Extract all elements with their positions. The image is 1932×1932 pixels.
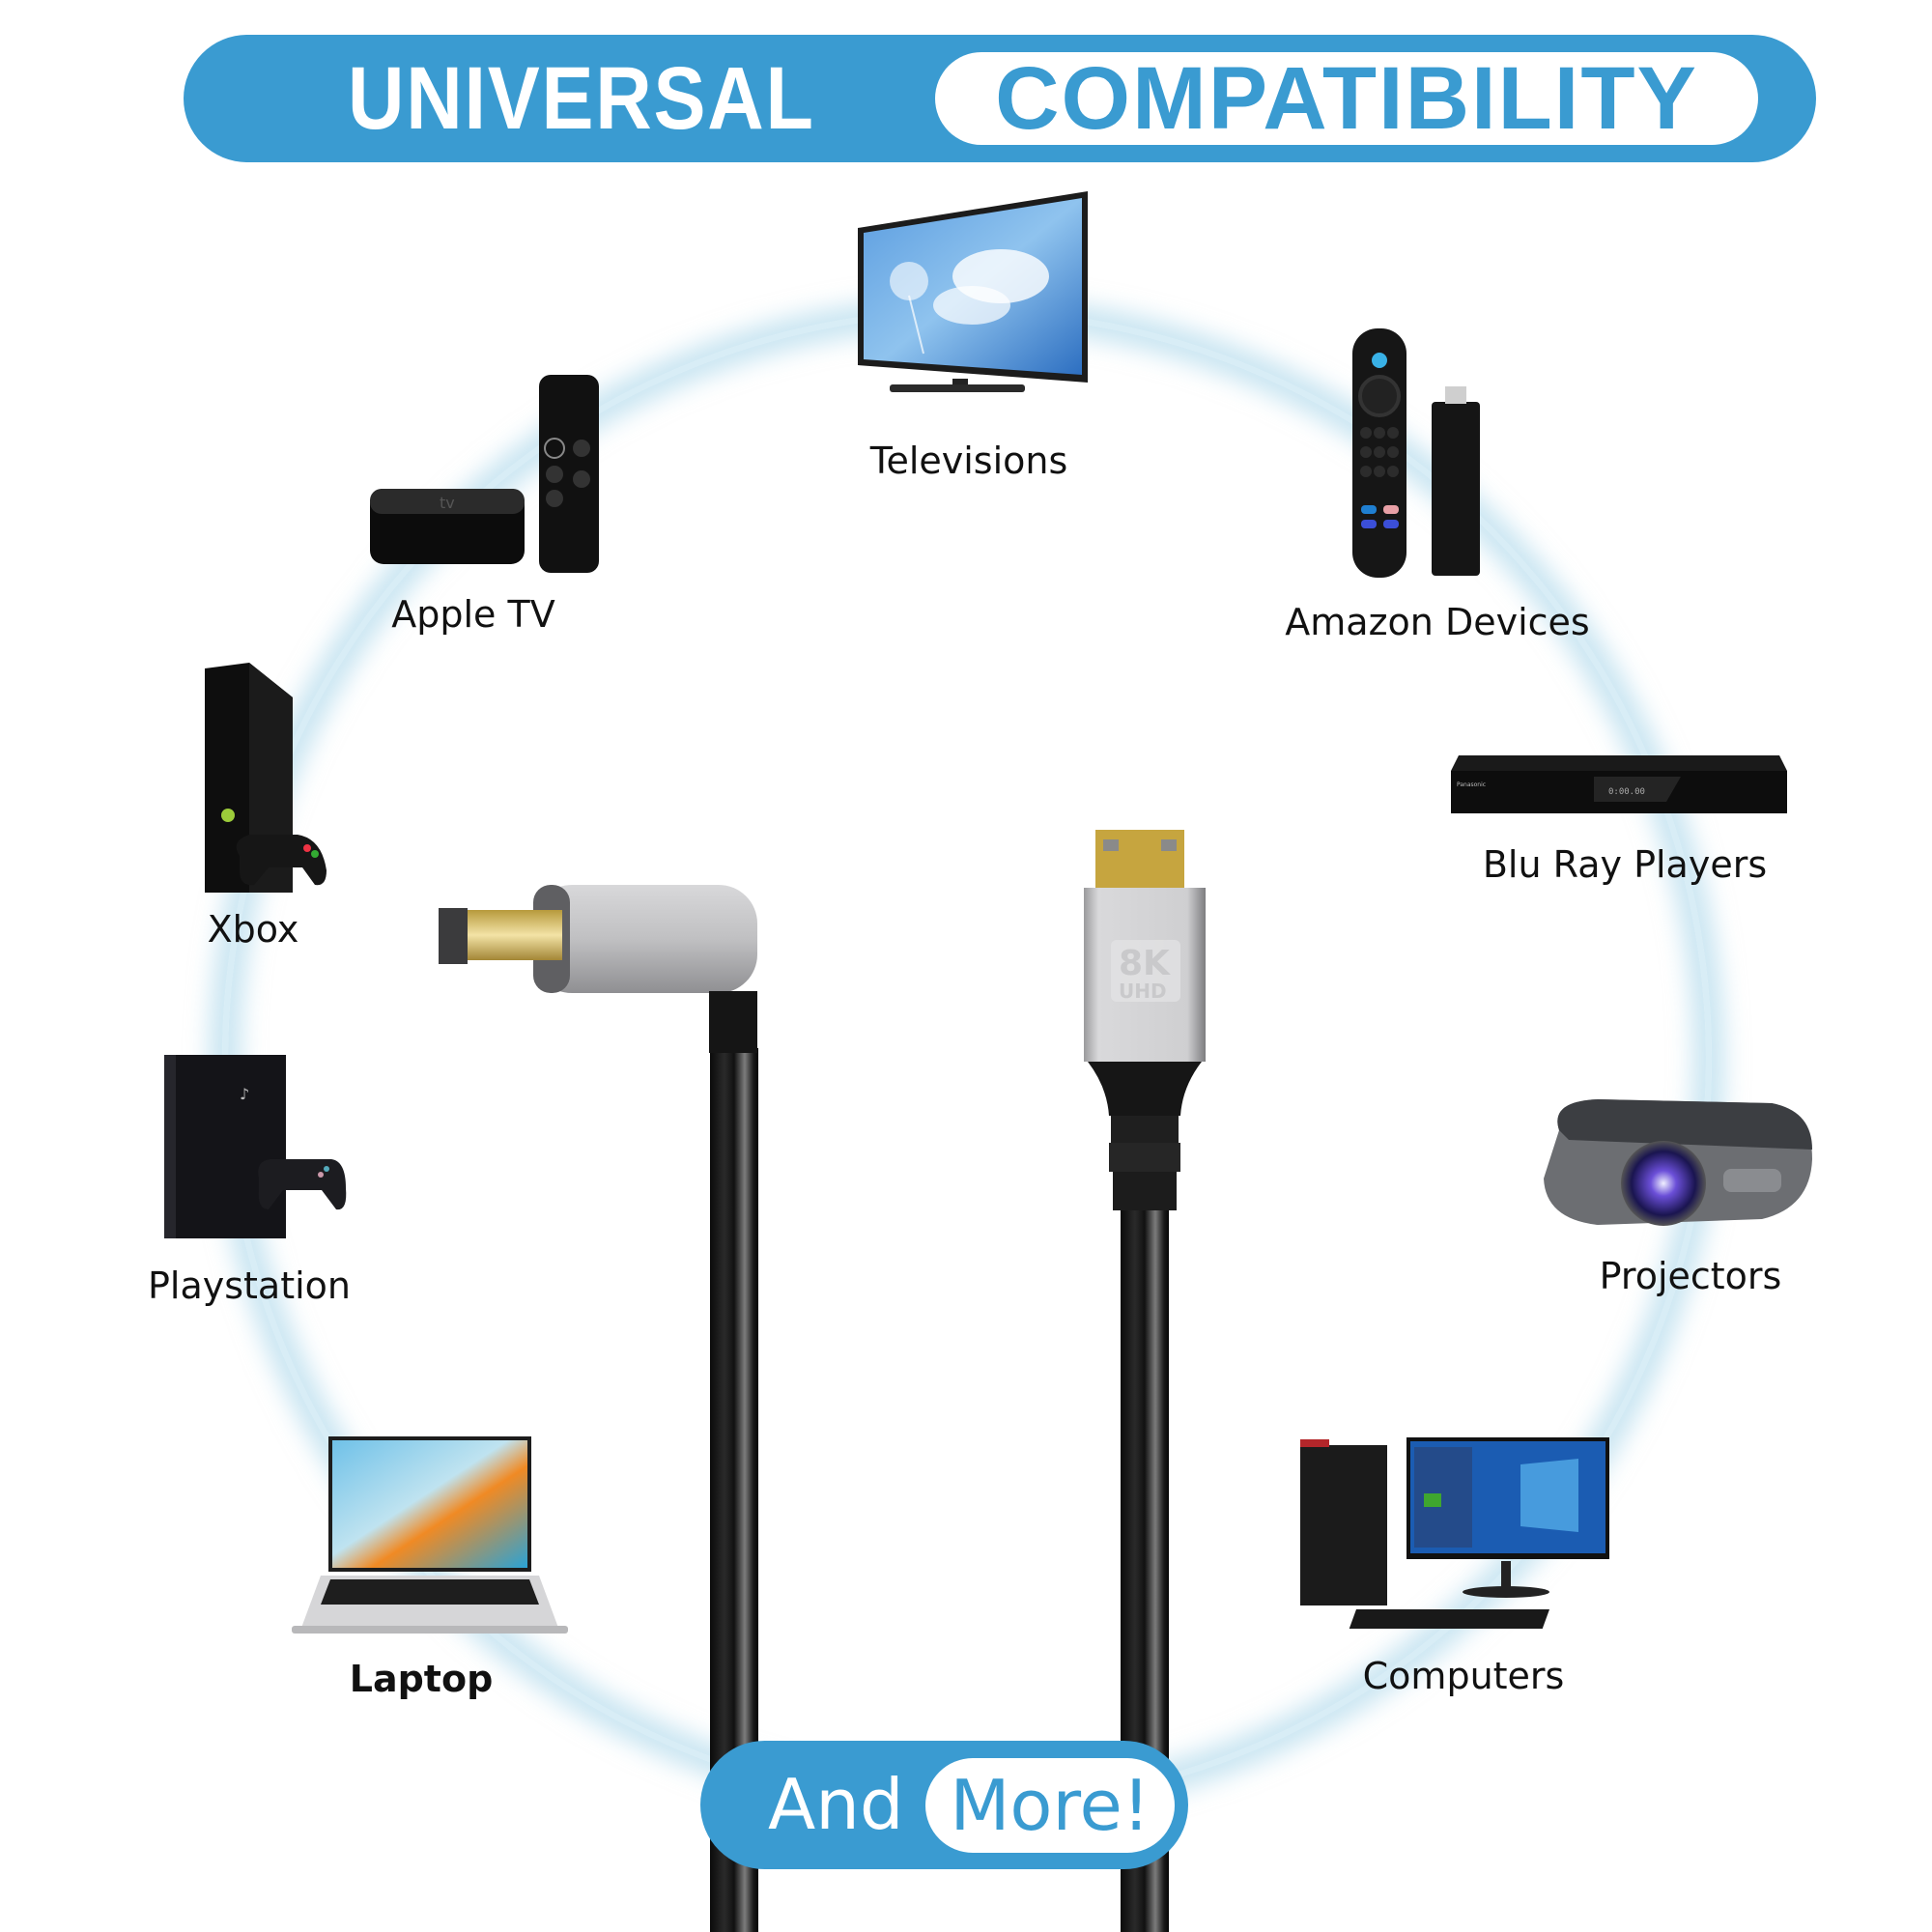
device-label-apple-tv: Apple TV — [391, 593, 555, 636]
xbox-icon — [201, 663, 336, 902]
desktop-computer-icon — [1289, 1426, 1611, 1631]
svg-text:0:00.00: 0:00.00 — [1608, 787, 1645, 797]
device-label-blu-ray-players: Blu Ray Players — [1482, 843, 1768, 886]
mini-hdmi-connector: 8K UHD — [1074, 826, 1219, 1212]
playstation-icon: ♪ — [162, 1053, 355, 1246]
footer-inner-pill — [925, 1758, 1175, 1853]
svg-text:Panasonic: Panasonic — [1457, 781, 1486, 788]
connector-badge-uhd: UHD — [1119, 980, 1167, 1003]
svg-text:♪: ♪ — [240, 1085, 249, 1103]
svg-text:tv: tv — [440, 494, 455, 512]
header-title-left: UNIVERSAL — [348, 49, 815, 148]
footer-text-right: More! — [950, 1765, 1151, 1846]
device-label-playstation: Playstation — [147, 1264, 352, 1307]
device-label-laptop: Laptop — [349, 1658, 494, 1700]
device-label-computers: Computers — [1362, 1655, 1565, 1697]
device-label-televisions: Televisions — [869, 440, 1068, 482]
connector-badge-8k: 8K — [1119, 944, 1171, 983]
laptop-icon — [290, 1435, 570, 1637]
projector-icon — [1540, 1092, 1816, 1244]
header-title-right: COMPATIBILITY — [995, 49, 1698, 148]
apple-tv-icon: tv — [367, 373, 604, 576]
device-label-xbox: Xbox — [207, 908, 299, 951]
footer-text-left: And — [768, 1764, 904, 1845]
blu-ray-player-icon: 0:00.00 Panasonic — [1449, 753, 1789, 821]
header-inner-pill — [935, 52, 1758, 145]
device-label-amazon-devices: Amazon Devices — [1285, 601, 1590, 643]
right-angle-hdmi-connector — [437, 879, 804, 1053]
device-label-projectors: Projectors — [1599, 1255, 1782, 1297]
television-icon — [856, 189, 1092, 397]
amazon-fire-tv-icon — [1333, 327, 1517, 582]
